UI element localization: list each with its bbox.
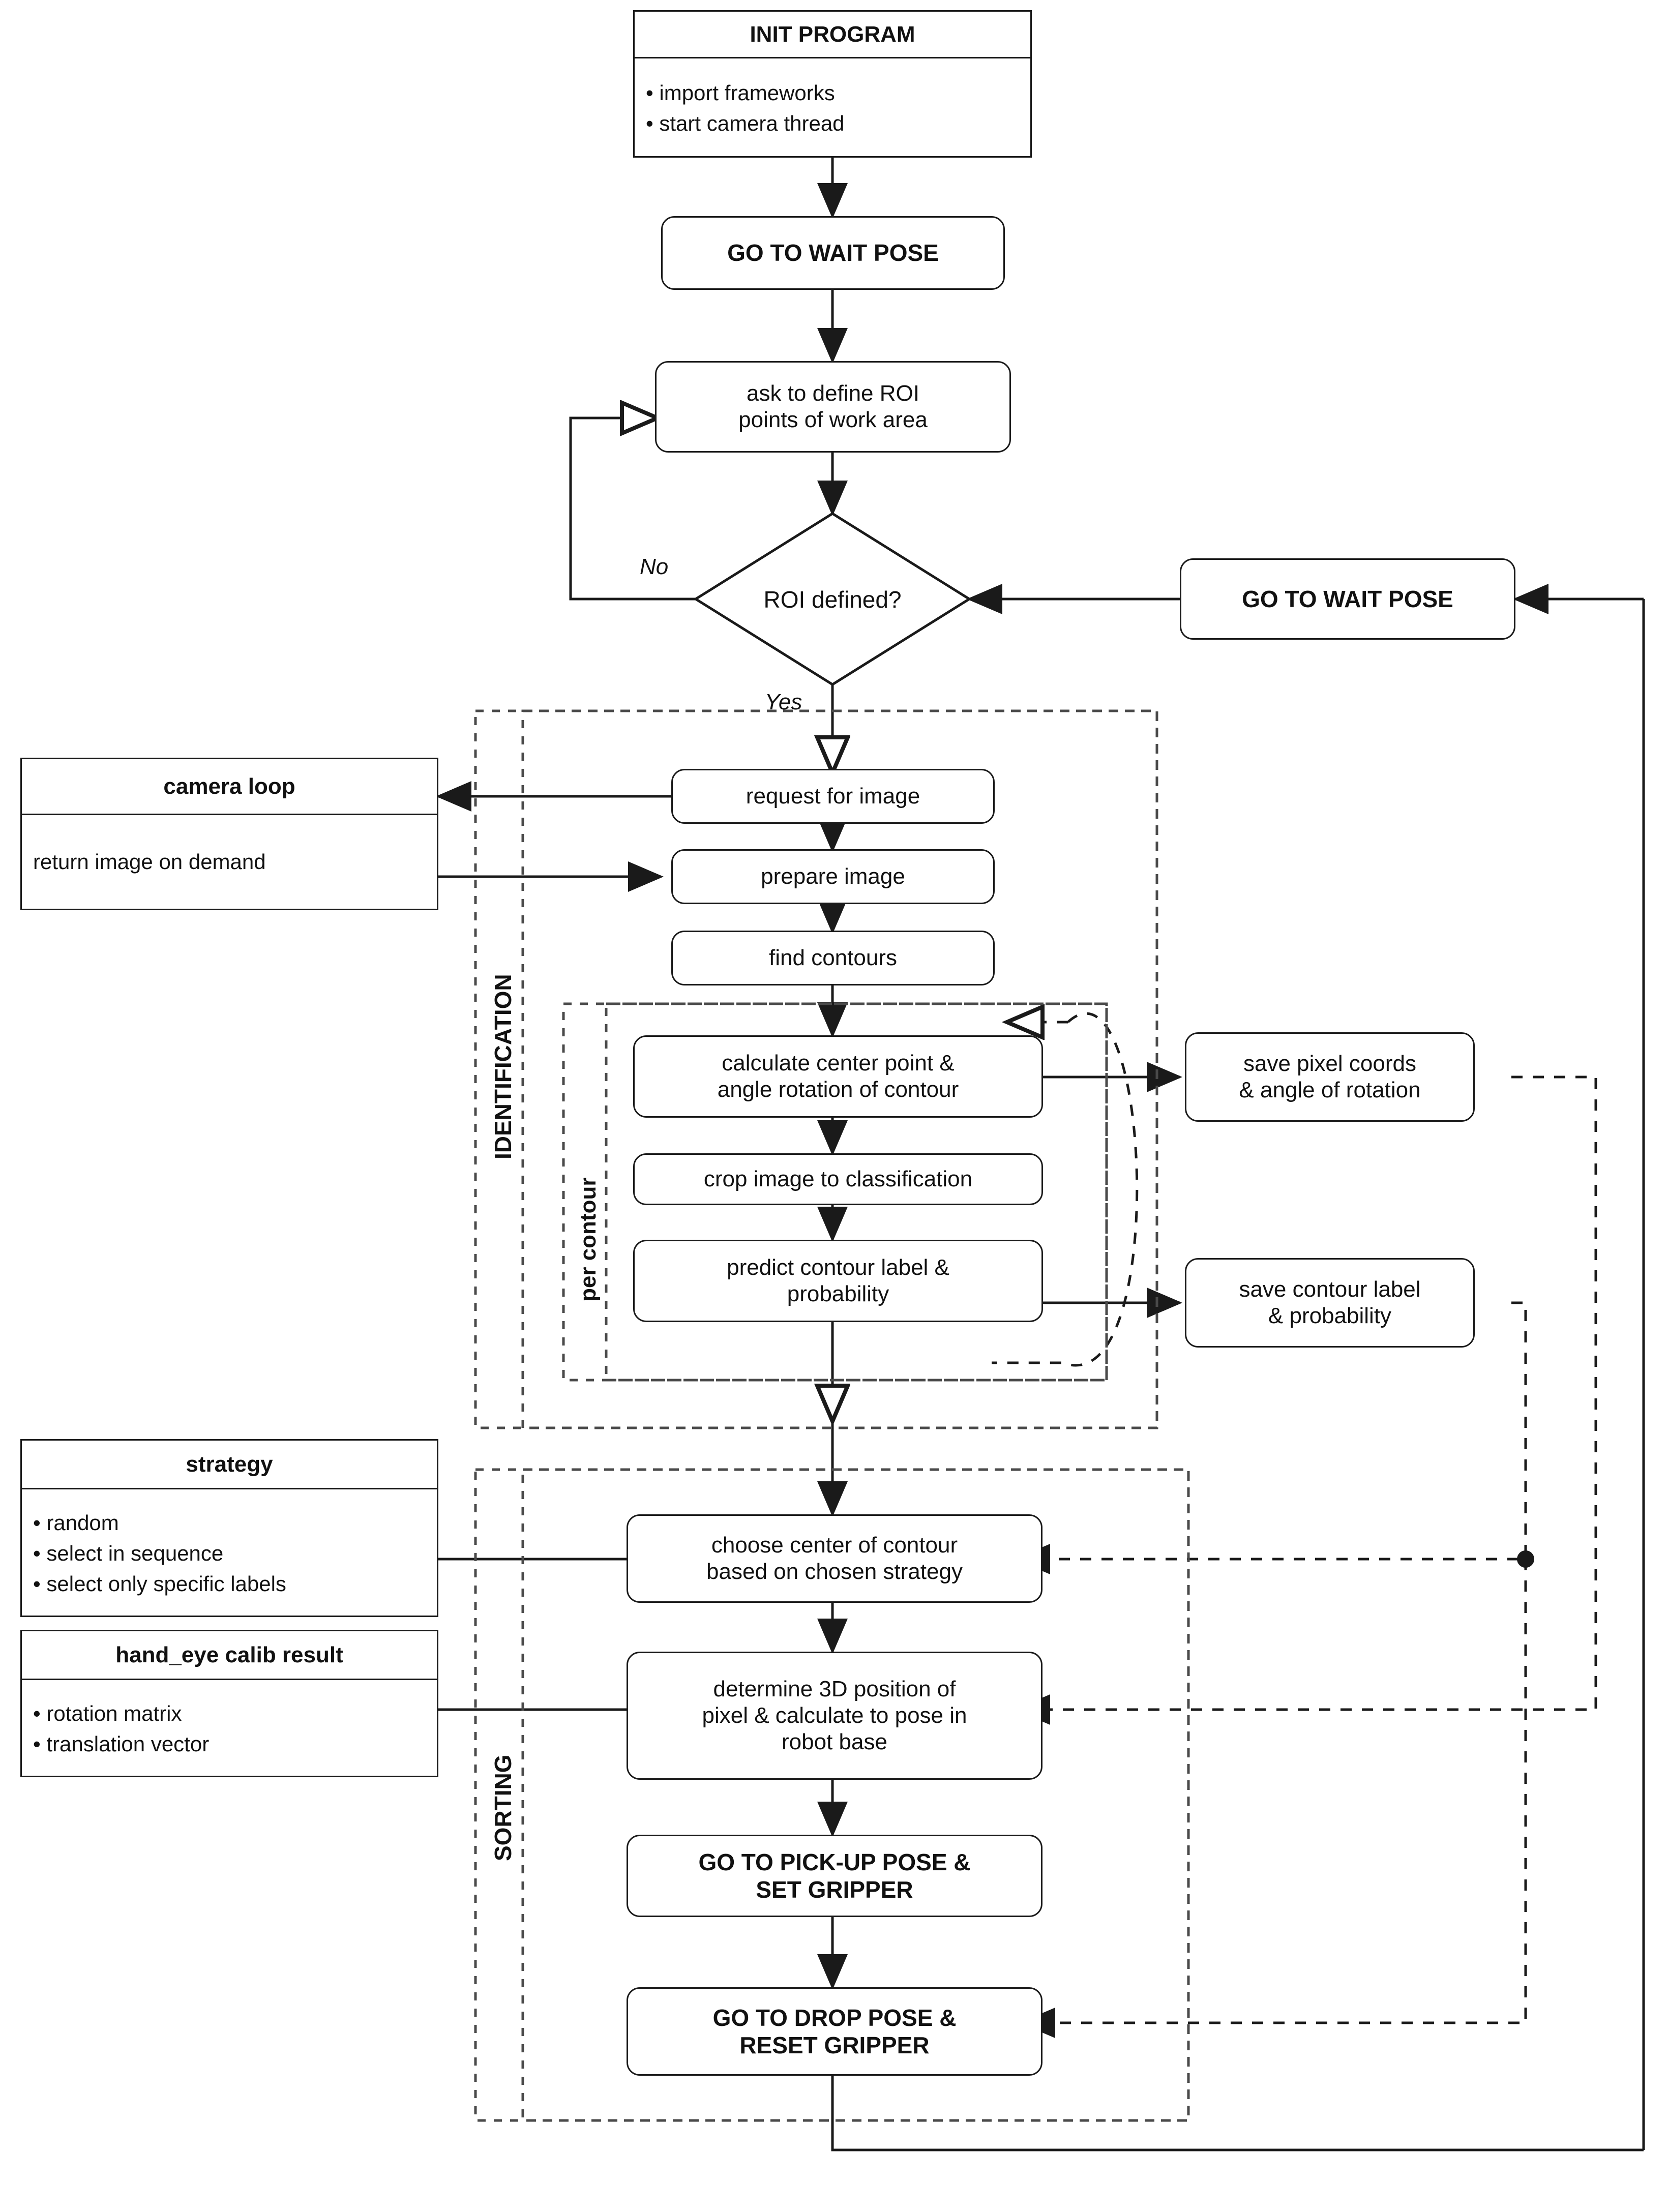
strategy-item: • select in sequence xyxy=(33,1541,224,1565)
sorting-group-label: SORTING xyxy=(490,1754,516,1861)
ask-roi-line2: points of work area xyxy=(738,407,928,432)
determine-3d-line1: determine 3D position of xyxy=(713,1677,956,1702)
go-to-wait-pose-right-label: GO TO WAIT POSE xyxy=(1242,585,1453,612)
node-ask-define-roi: ask to define ROI points of work area xyxy=(655,361,1011,453)
init-program-title: INIT PROGRAM xyxy=(635,12,1030,58)
calc-center-line2: angle rotation of contour xyxy=(717,1077,959,1102)
save-pixel-coords-line1: save pixel coords xyxy=(1243,1051,1416,1077)
init-program-item: • start camera thread xyxy=(646,111,845,135)
drop-pose-line2: RESET GRIPPER xyxy=(739,2032,930,2058)
camera-loop-item: return image on demand xyxy=(33,850,266,874)
init-program-item: • import frameworks xyxy=(646,80,835,105)
go-to-wait-pose-top-label: GO TO WAIT POSE xyxy=(727,240,939,266)
node-predict-contour: predict contour label & probability xyxy=(633,1240,1043,1322)
node-calculate-center-point: calculate center point & angle rotation … xyxy=(633,1035,1043,1118)
node-hand-eye-calib: hand_eye calib result • rotation matrix … xyxy=(20,1630,438,1777)
pickup-pose-line1: GO TO PICK-UP POSE & xyxy=(698,1848,971,1875)
roi-decision-no-label: No xyxy=(640,554,669,579)
choose-center-line2: based on chosen strategy xyxy=(706,1559,963,1584)
crop-image-label: crop image to classification xyxy=(703,1167,973,1192)
node-request-for-image: request for image xyxy=(671,769,995,824)
save-pixel-coords-line2: & angle of rotation xyxy=(1239,1078,1421,1102)
node-save-contour-label: save contour label & probability xyxy=(1185,1258,1475,1348)
node-find-contours: find contours xyxy=(671,931,995,985)
strategy-item: • random xyxy=(33,1510,119,1535)
node-init-program: INIT PROGRAM • import frameworks • start… xyxy=(633,10,1032,158)
hand-eye-title: hand_eye calib result xyxy=(22,1631,437,1680)
determine-3d-line2: pixel & calculate to pose in xyxy=(702,1703,967,1728)
roi-decision-diamond xyxy=(693,512,972,686)
strategy-title: strategy xyxy=(22,1441,437,1489)
choose-center-line1: choose center of contour xyxy=(711,1533,958,1558)
request-for-image-label: request for image xyxy=(746,784,920,809)
node-save-pixel-coords: save pixel coords & angle of rotation xyxy=(1185,1032,1475,1122)
camera-loop-title: camera loop xyxy=(22,759,437,815)
node-go-to-wait-pose-top: GO TO WAIT POSE xyxy=(661,216,1005,290)
per-contour-group-inner xyxy=(605,1002,1108,1382)
ask-roi-line1: ask to define ROI xyxy=(747,381,919,406)
identification-group-label: IDENTIFICATION xyxy=(490,974,516,1159)
hand-eye-item: • translation vector xyxy=(33,1731,210,1756)
hand-eye-item: • rotation matrix xyxy=(33,1701,182,1725)
roi-decision-label: ROI defined? xyxy=(763,586,902,613)
sorting-group-inner xyxy=(521,1468,1190,2122)
node-go-to-wait-pose-right: GO TO WAIT POSE xyxy=(1180,558,1515,640)
per-contour-group-label: per contour xyxy=(576,1177,601,1302)
strategy-item: • select only specific labels xyxy=(33,1571,286,1596)
determine-3d-line3: robot base xyxy=(782,1729,887,1754)
drop-pose-line1: GO TO DROP POSE & xyxy=(712,2004,957,2031)
node-determine-3d-position: determine 3D position of pixel & calcula… xyxy=(627,1652,1042,1780)
save-contour-label-line2: & probability xyxy=(1268,1303,1392,1328)
per-contour-group-outer xyxy=(562,1002,1108,1382)
predict-contour-line1: predict contour label & xyxy=(727,1255,949,1280)
identification-group-inner xyxy=(521,709,1158,1429)
node-choose-center-of-contour: choose center of contour based on chosen… xyxy=(627,1514,1042,1603)
node-go-to-drop-pose: GO TO DROP POSE & RESET GRIPPER xyxy=(627,1987,1042,2076)
find-contours-label: find contours xyxy=(769,945,897,971)
prepare-image-label: prepare image xyxy=(761,864,905,889)
node-strategy: strategy • random • select in sequence •… xyxy=(20,1439,438,1617)
calc-center-line1: calculate center point & xyxy=(722,1051,955,1076)
pickup-pose-line2: SET GRIPPER xyxy=(756,1876,913,1903)
node-crop-image: crop image to classification xyxy=(633,1153,1043,1205)
node-camera-loop: camera loop return image on demand xyxy=(20,758,438,910)
node-prepare-image: prepare image xyxy=(671,849,995,904)
roi-decision-yes-label: Yes xyxy=(765,690,802,714)
predict-contour-line2: probability xyxy=(787,1281,889,1306)
junction-dot xyxy=(1517,1550,1534,1568)
node-go-to-pickup-pose: GO TO PICK-UP POSE & SET GRIPPER xyxy=(627,1835,1042,1917)
save-contour-label-line1: save contour label xyxy=(1239,1277,1421,1302)
